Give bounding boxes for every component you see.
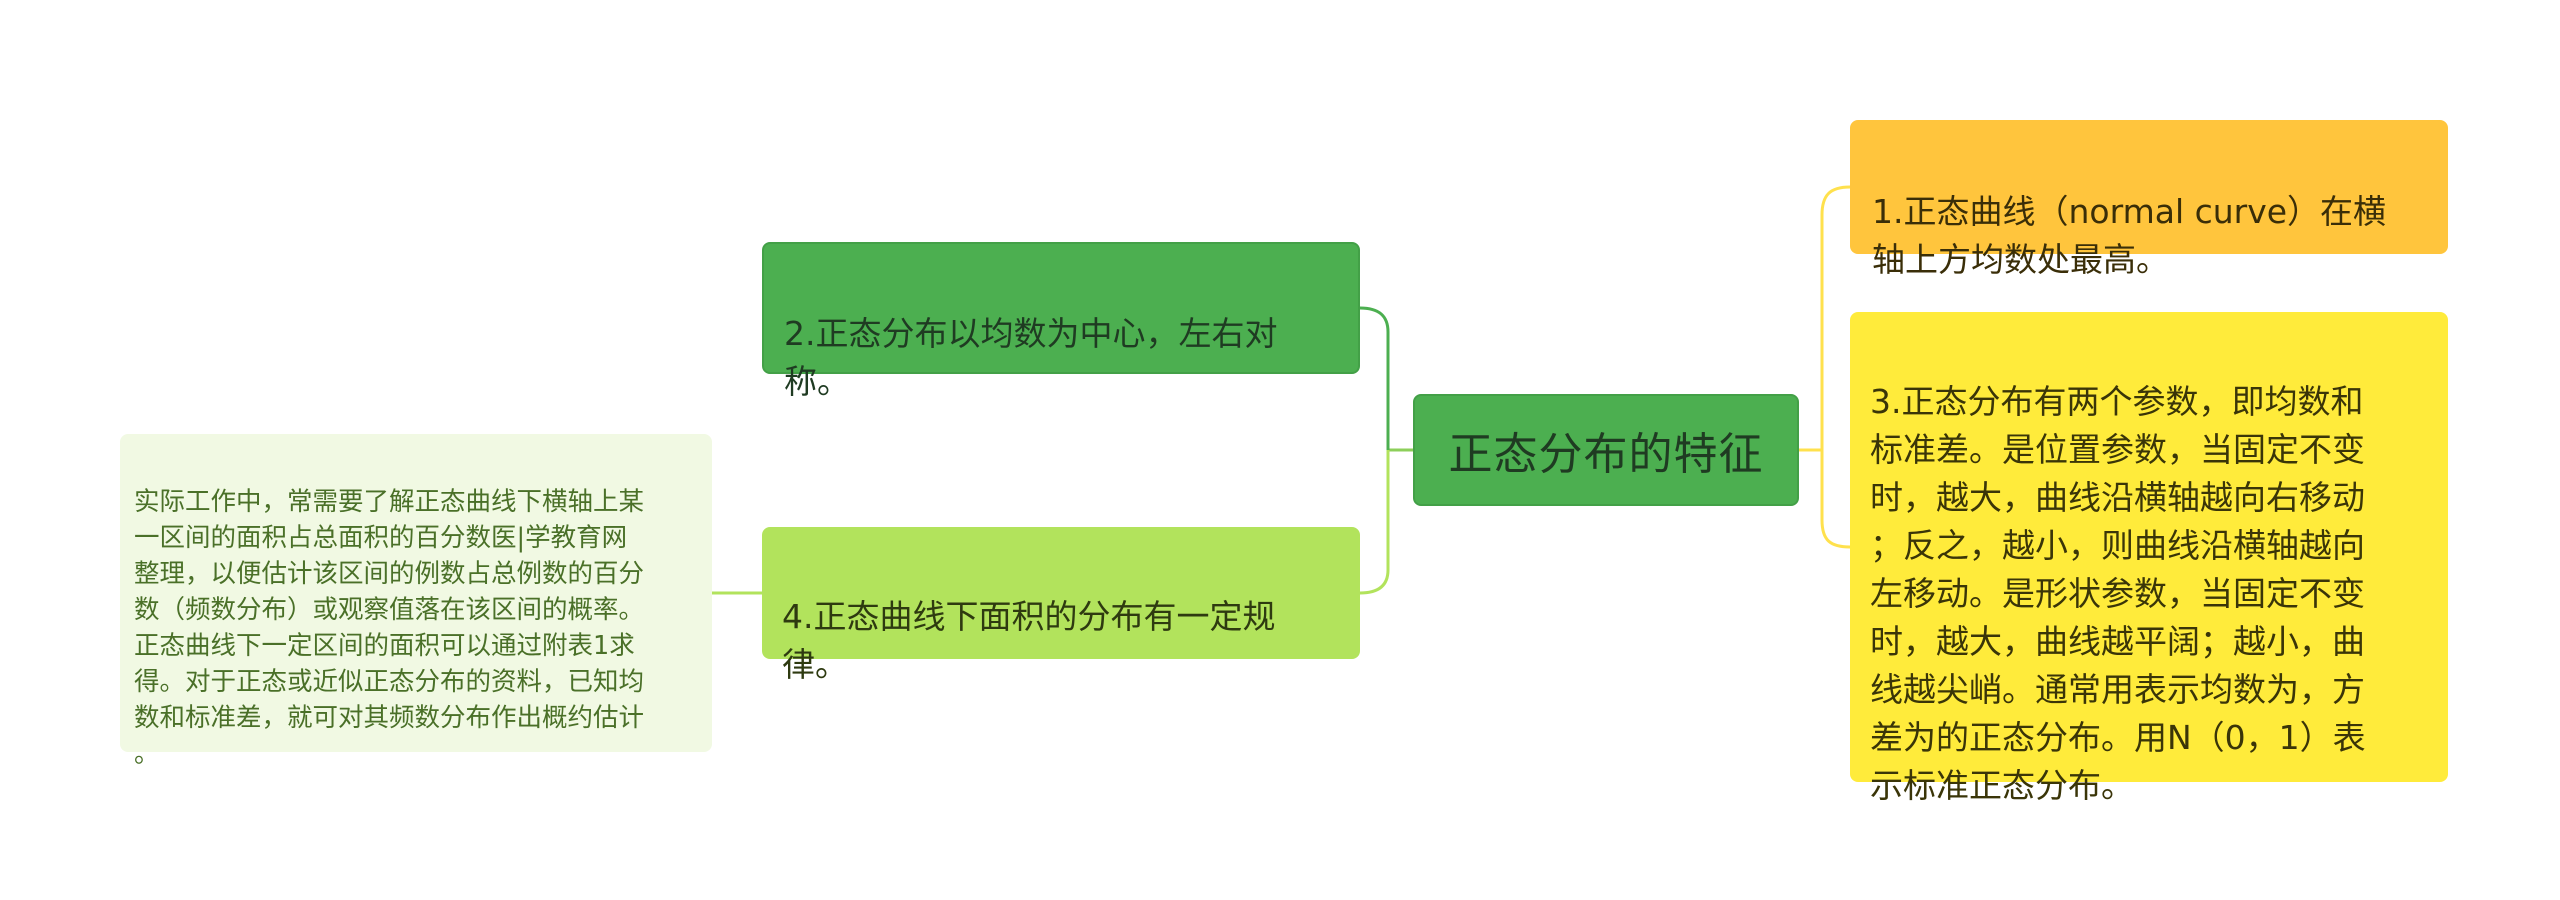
branch-node-1[interactable]: 1.正态曲线（normal curve）在横 轴上方均数处最高。 [1850,120,2448,279]
connector-left-bottom [1359,450,1390,595]
branch-node-2[interactable]: 2.正态分布以均数为中心，左右对 称。 [762,242,1360,401]
central-topic-label: 正态分布的特征 [1448,429,1764,480]
branch-node-1-text: 1.正态曲线（normal curve）在横 轴上方均数处最高。 [1872,192,2387,279]
connector-right-bracket [1820,185,1851,549]
branch-node-2-text: 2.正态分布以均数为中心，左右对 称。 [784,314,1278,401]
branch-node-4-text: 4.正态曲线下面积的分布有一定规 律。 [782,597,1276,684]
connector-left-top [1359,306,1390,450]
branch-node-4[interactable]: 4.正态曲线下面积的分布有一定规 律。 [762,527,1360,684]
central-topic[interactable]: 正态分布的特征 [1413,394,1799,506]
branch-node-3-text: 3.正态分布有两个参数，即均数和 标准差。是位置参数，当固定不变 时，越大，曲线… [1870,382,2366,805]
branch-node-3[interactable]: 3.正态分布有两个参数，即均数和 标准差。是位置参数，当固定不变 时，越大，曲线… [1850,312,2448,805]
branch-node-4-detail-text: 实际工作中，常需要了解正态曲线下横轴上某 一区间的面积占总面积的百分数医|学教育… [134,487,645,769]
branch-node-4-detail[interactable]: 实际工作中，常需要了解正态曲线下横轴上某 一区间的面积占总面积的百分数医|学教育… [120,434,712,769]
